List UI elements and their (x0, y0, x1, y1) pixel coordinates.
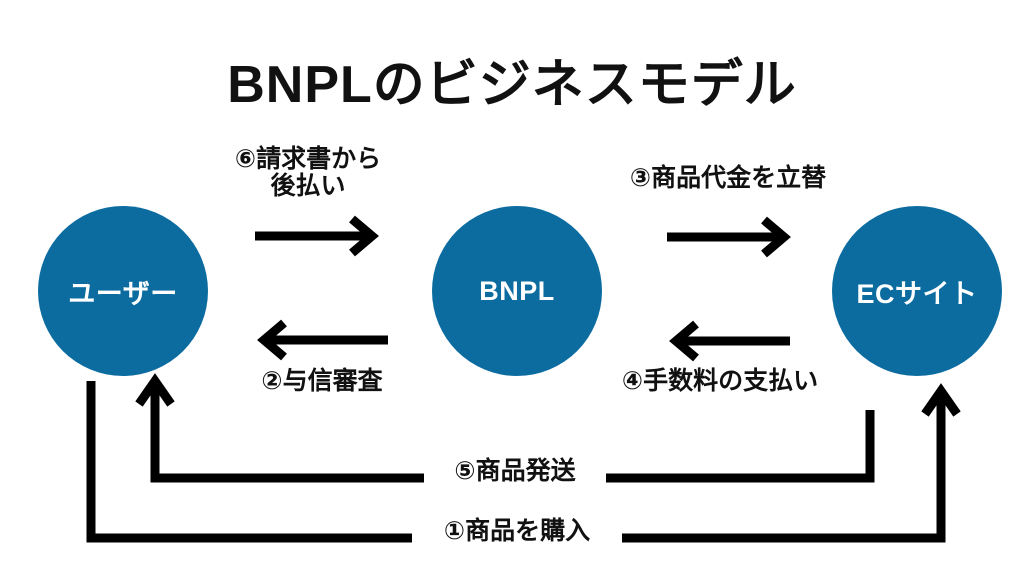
node-user-label: ユーザー (68, 278, 178, 309)
flow-label-3: ③商品代金を立替 (629, 164, 827, 192)
flow-label-6-line2: 後払い (270, 172, 346, 200)
flow-label-6: ⑥請求書から 後払い (188, 146, 428, 200)
node-bnpl-label: BNPL (479, 275, 555, 306)
node-bnpl[interactable]: BNPL (432, 206, 602, 376)
flow-label-1: ①商品を購入 (412, 518, 622, 545)
arrow-user-to-bnpl (255, 215, 379, 257)
node-user[interactable]: ユーザー (38, 206, 208, 376)
node-ec-label: ECサイト (856, 278, 978, 309)
page-title: BNPLのビジネスモデル (227, 56, 797, 114)
arrow-bnpl-to-ec (667, 216, 791, 258)
arrow-ec-to-bnpl (669, 320, 790, 362)
flow-label-2: ②与信審査 (261, 367, 383, 395)
flow-label-4: ④手数料の支払い (621, 367, 819, 395)
flow-label-5: ⑤商品発送 (424, 458, 606, 485)
flow-label-6-line1: ⑥請求書から (234, 145, 382, 173)
node-ec[interactable]: ECサイト (832, 206, 1002, 376)
arrow-bnpl-to-user (257, 319, 388, 361)
